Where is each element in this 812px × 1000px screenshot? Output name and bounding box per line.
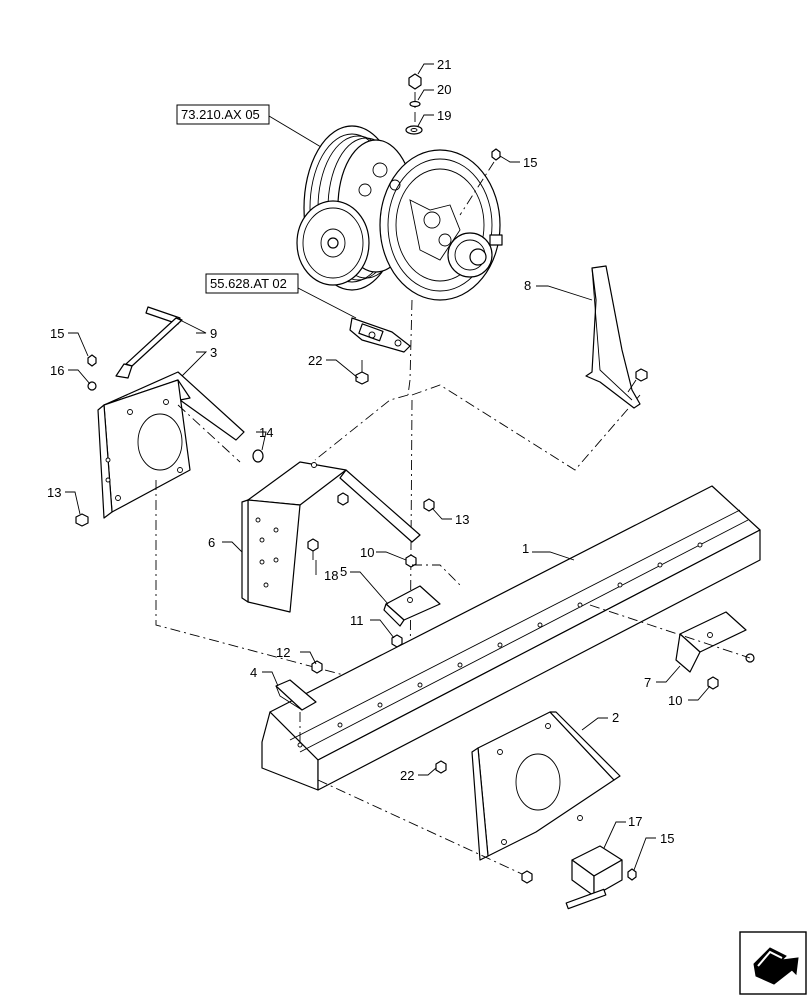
callout-18: 18 [324,568,338,583]
bracket-8 [585,265,641,409]
bolt-13-left [75,513,89,527]
plate-4 [275,679,317,711]
nut-12 [311,660,323,674]
bolt-10-top [405,554,417,568]
washer-20 [409,100,421,108]
callout-9: 9 [210,326,217,341]
pulley-assembly [296,125,503,301]
callout-20: 20 [437,82,451,97]
nut-bottom [521,870,533,884]
callout-22-top: 22 [308,353,322,368]
navigation-arrow-icon[interactable] [739,931,807,995]
bolt-15-bottom [627,868,637,881]
nut-14 [252,449,264,463]
callout-14: 14 [259,425,273,440]
callout-21: 21 [437,57,451,72]
callout-7: 7 [644,675,651,690]
callout-1: 1 [522,541,529,556]
callout-12: 12 [276,645,290,660]
channel-bracket-6 [241,461,421,613]
callout-15-top: 15 [523,155,537,170]
callout-13-left: 13 [47,485,61,500]
pin-15-top [459,148,501,216]
bracket-5 [383,585,441,627]
callout-15-left: 15 [50,326,64,341]
washer-19 [405,125,423,135]
callout-5: 5 [340,564,347,579]
bolt-22-top [355,360,369,385]
bolt-8 [627,368,648,393]
plate-2 [471,711,621,861]
reference-label-55628: 55.628.AT 02 [210,276,287,291]
callout-13-center: 13 [455,512,469,527]
callout-19: 19 [437,108,451,123]
callout-11: 11 [350,613,364,628]
callout-8: 8 [524,278,531,293]
callout-2: 2 [612,710,619,725]
bracket-7 [675,611,747,673]
callout-16: 16 [50,363,64,378]
reference-box-55628[interactable]: 55.628.AT 02 [205,273,357,319]
bolt-18 [307,538,319,560]
callout-6: 6 [208,535,215,550]
bolt-22-bottom [435,760,447,774]
bolt-15-left [87,354,97,367]
callout-4: 4 [250,665,257,680]
reference-label-73210: 73.210.AX 05 [181,107,260,122]
main-beam-1 [261,485,761,791]
callout-10-top: 10 [360,545,374,560]
callout-leaders [65,63,711,871]
callout-labels: 21 20 19 15 8 9 3 15 16 22 14 13 13 6 1 … [47,57,682,846]
bolt-13-center [423,498,435,512]
callout-3: 3 [210,345,217,360]
clamp-17 [565,845,623,910]
reference-box-73210[interactable]: 73.210.AX 05 [176,104,327,151]
handle-9 [115,306,183,379]
bolt-10-bottom [707,676,719,690]
callout-17: 17 [628,814,642,829]
bolt-21 [408,73,422,128]
callout-15-bottom: 15 [660,831,674,846]
bolt-13b [337,492,349,506]
tensioner-assembly [349,317,411,353]
callout-22-bottom: 22 [400,768,414,783]
plate-3 [97,371,245,519]
callout-10-bottom: 10 [668,693,682,708]
